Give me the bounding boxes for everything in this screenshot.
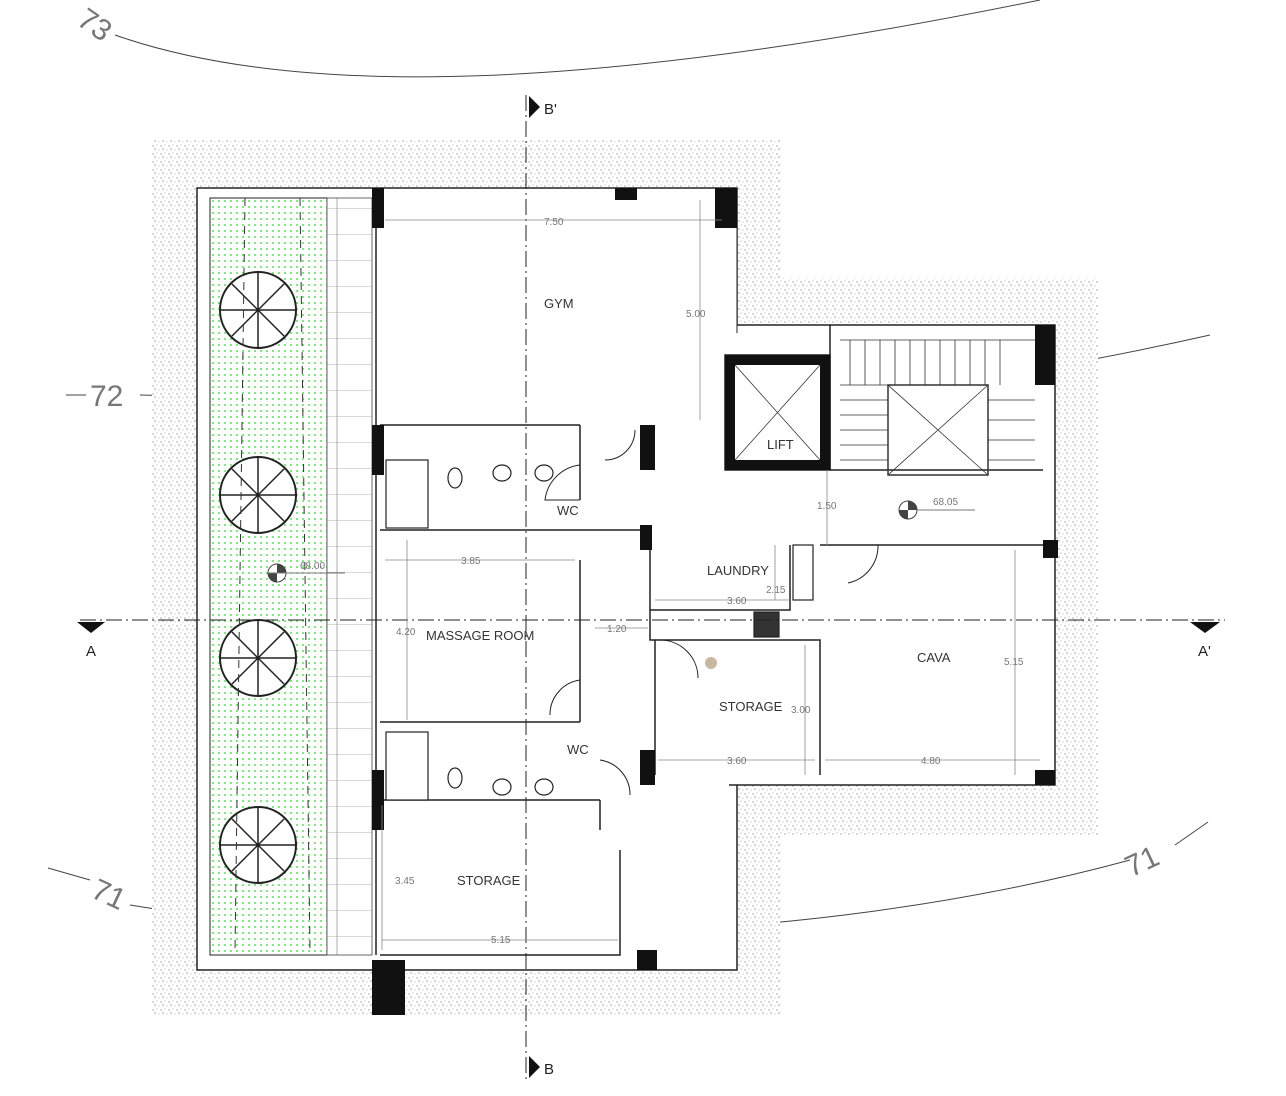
stove-icon [753,611,780,638]
tree-icon [219,456,297,534]
tree-icon [219,806,297,884]
contour-label-71-right: 71 [1120,840,1164,884]
tree-icon [219,271,297,349]
wall-columns [372,188,1058,1015]
section-a-marker [77,622,105,633]
section-label-b: B [544,1061,554,1078]
level-garden: 68.00 [300,561,325,572]
dim-cava-width: 4.80 [921,756,941,767]
section-label-a: A [86,643,96,660]
dim-storage-width: 3.60 [727,756,747,767]
dim-cava-depth: 5.15 [1004,657,1024,668]
dim-laundry-depth: 2.15 [766,585,786,596]
dim-laundry-width: 3.60 [727,596,747,607]
sink-icon [492,778,512,796]
room-massage: MASSAGE ROOM [426,628,534,643]
marker-dot [705,657,717,669]
tree-icon [219,619,297,697]
contour-label-71-left: 71 [87,873,131,917]
level-hall: 68.05 [933,497,958,508]
lift-cross [734,364,821,461]
contour-label-73: 73 [71,2,117,48]
toilet-icon [447,467,463,489]
dim-massage-depth: 4.20 [396,627,416,638]
shower-icon [385,459,429,529]
room-wc-lower: WC [567,742,589,757]
fixtures [385,459,814,801]
sink-icon [492,464,512,482]
section-label-b-prime: B' [544,101,557,118]
dim-massage-width: 3.85 [461,556,481,567]
level-marker-icon [267,563,345,583]
dim-hall-width: 1.50 [817,501,837,512]
section-lines [80,95,1225,1080]
dim-gym-width: 7.50 [544,217,564,228]
section-a-prime-marker [1190,622,1220,633]
section-b-marker [529,1056,540,1078]
room-lift: LIFT [767,437,794,452]
room-gym: GYM [544,296,574,311]
room-storage-lower: STORAGE [457,873,521,888]
dim-storage-depth: 3.00 [791,705,811,716]
sink-icon [534,464,554,482]
room-cava: CAVA [917,650,951,665]
dim-storage-lower-depth: 3.45 [395,876,415,887]
contour-label-72: 72 [90,380,123,413]
level-marker-icon [898,500,975,520]
sink-icon [534,778,554,796]
room-laundry: LAUNDRY [707,563,769,578]
staircase [840,339,1035,476]
section-label-a-prime: A' [1198,643,1211,660]
section-b-prime-marker [529,96,540,118]
paving-strip [326,197,373,956]
toilet-icon [447,767,463,789]
doors [544,429,879,796]
dimension-lines [381,200,1040,950]
dim-corridor: 1.20 [607,624,627,635]
room-storage-right: STORAGE [719,699,783,714]
dim-storage-lower-width: 5.15 [491,935,511,946]
shower-icon [385,731,429,801]
dim-gym-depth: 5.00 [686,309,706,320]
room-wc-upper: WC [557,503,579,518]
laundry-sink-icon [792,544,814,601]
